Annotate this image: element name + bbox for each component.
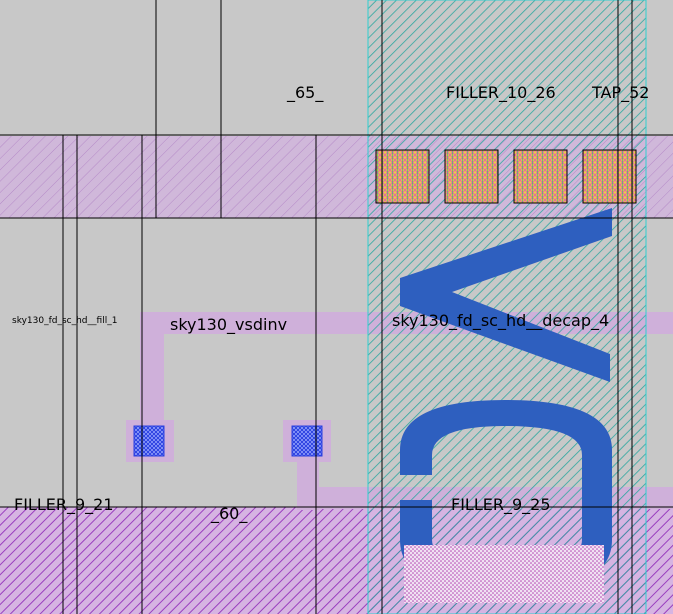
- label-filler-9-21: FILLER_9_21: [14, 495, 114, 515]
- label-cell-60: _60_: [210, 504, 248, 524]
- label-filler-9-25: FILLER_9_25: [451, 495, 551, 515]
- label-filler-10-26: FILLER_10_26: [446, 83, 556, 103]
- decap-cell-border: [367, 0, 647, 614]
- contact-left: [133, 425, 165, 457]
- label-vsdinv: sky130_vsdinv: [170, 315, 287, 335]
- via-row: [375, 149, 637, 204]
- label-fill-1: sky130_fd_sc_hd__fill_1: [12, 316, 117, 326]
- contact-right: [291, 425, 323, 457]
- label-decap-4: sky130_fd_sc_hd__decap_4: [392, 311, 609, 331]
- vg-glyph: [400, 208, 612, 603]
- label-cell-65: _65_: [286, 83, 324, 103]
- label-tap-52: TAP_52: [591, 83, 649, 103]
